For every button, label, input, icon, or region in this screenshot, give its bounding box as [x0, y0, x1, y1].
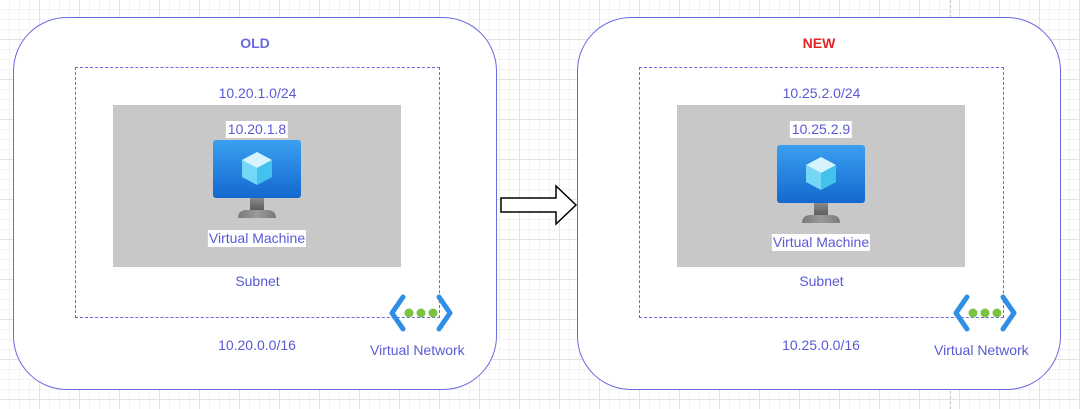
new-subnet-cidr: 10.25.2.0/24 — [782, 85, 861, 101]
old-subnet: 10.20.1.0/24 10.20.1.8 Virtual Machine S… — [75, 67, 440, 318]
new-vm-ip: 10.25.2.9 — [789, 121, 853, 138]
new-virtual-network: NEW 10.25.2.0/24 10.25.2.9 Virtual Machi… — [577, 17, 1061, 390]
new-subnet: 10.25.2.0/24 10.25.2.9 Virtual Machine S… — [639, 67, 1004, 318]
old-vm-area: 10.20.1.8 Virtual Machine — [113, 105, 401, 267]
old-vnet-cidr: 10.20.0.0/16 — [218, 337, 296, 353]
virtual-machine-icon — [213, 140, 301, 218]
arrow-right-icon — [500, 184, 578, 226]
old-subnet-label: Subnet — [235, 273, 280, 289]
new-vm-label: Virtual Machine — [771, 234, 871, 251]
virtual-network-icon — [953, 294, 1017, 332]
new-title: NEW — [802, 35, 836, 51]
old-virtual-network: OLD 10.20.1.0/24 10.20.1.8 Virtual Machi… — [13, 17, 497, 390]
old-vm-label: Virtual Machine — [207, 230, 307, 247]
new-vnet-label: Virtual Network — [934, 342, 1029, 358]
old-vm-ip: 10.20.1.8 — [225, 121, 289, 138]
old-vnet-label: Virtual Network — [370, 342, 465, 358]
old-subnet-cidr: 10.20.1.0/24 — [218, 85, 297, 101]
new-subnet-label: Subnet — [799, 273, 844, 289]
old-title: OLD — [240, 35, 270, 51]
virtual-machine-icon — [777, 145, 865, 223]
virtual-network-icon — [389, 294, 453, 332]
new-vm-area: 10.25.2.9 Virtual Machine — [677, 105, 965, 267]
new-vnet-cidr: 10.25.0.0/16 — [782, 337, 860, 353]
